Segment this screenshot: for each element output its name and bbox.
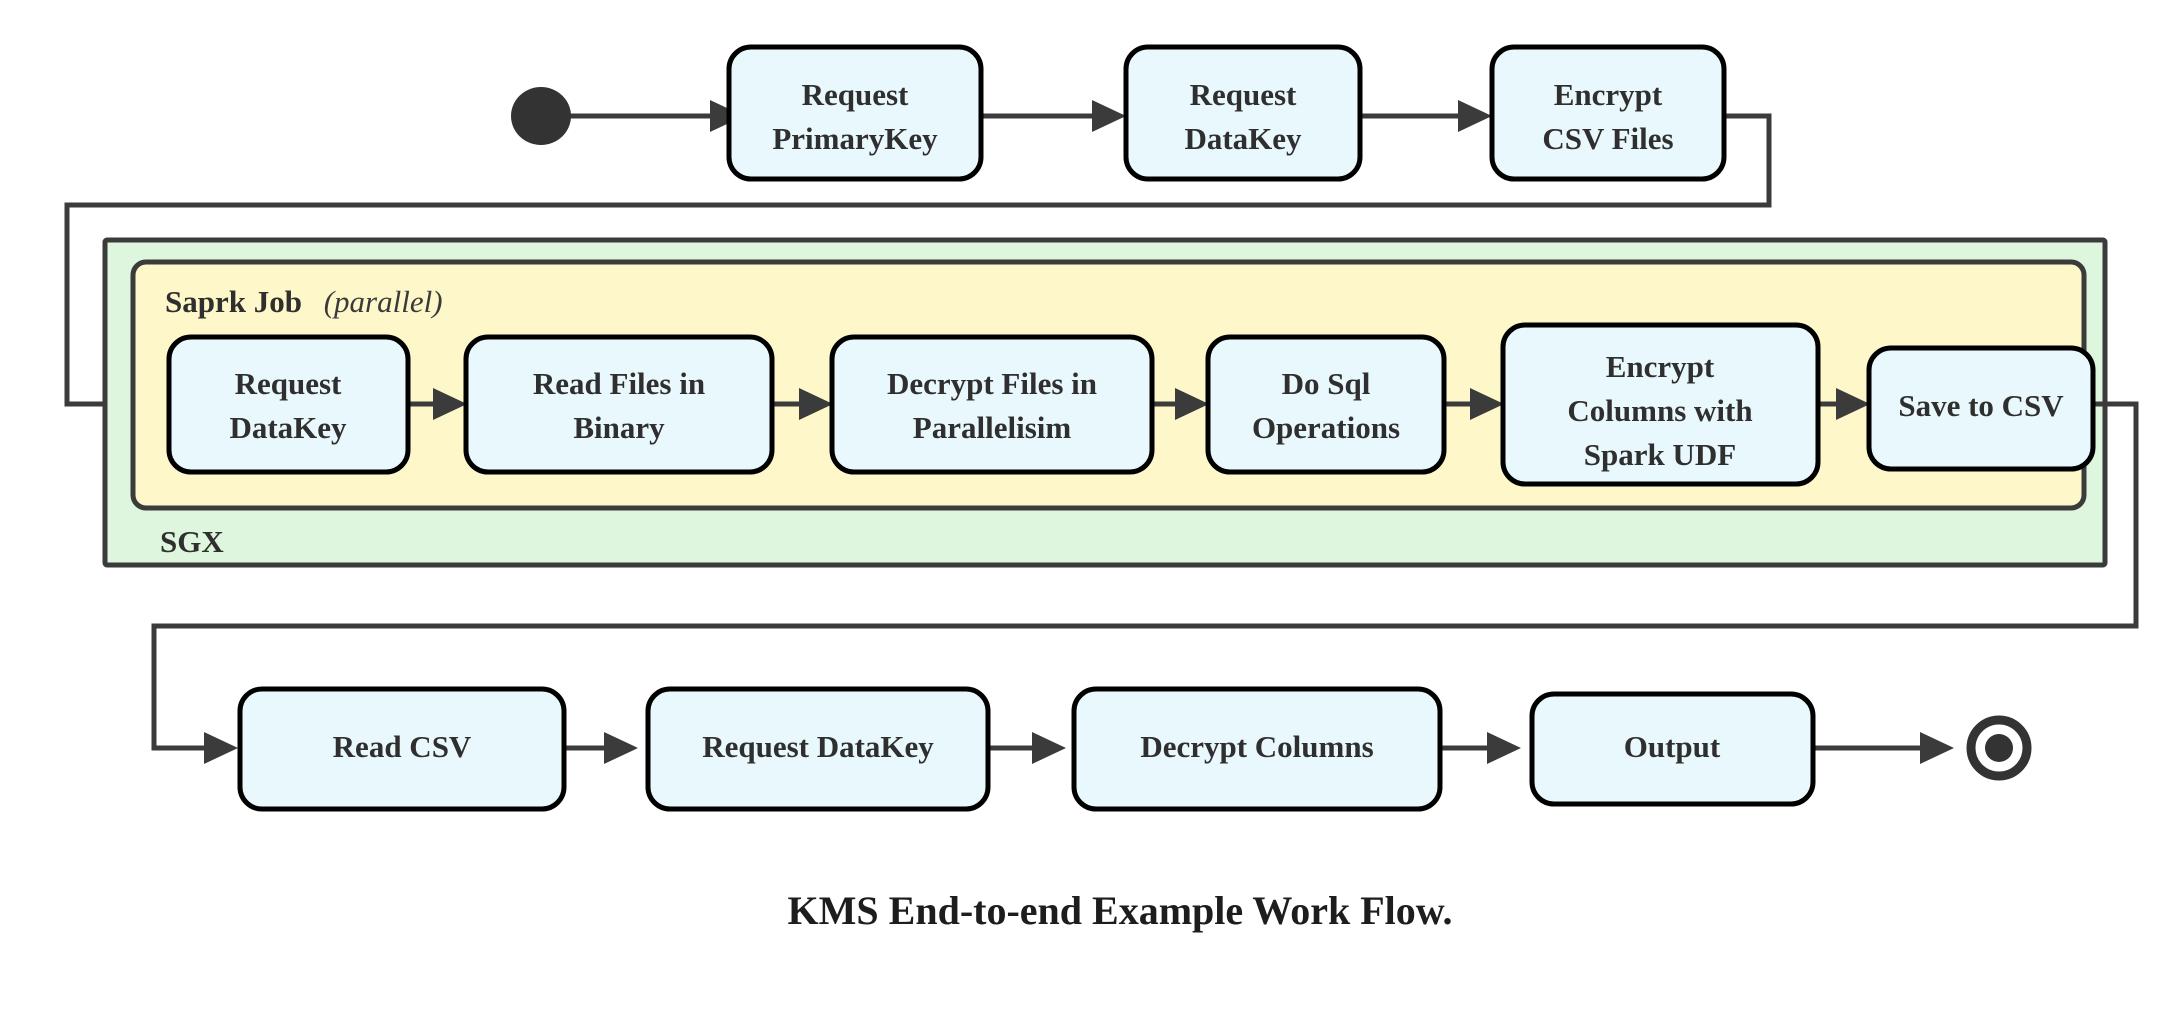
start-node [511,87,571,145]
node-save-to-csv-rect[interactable] [1866,345,2096,472]
node-decrypt-files-in-parallelisim-rect[interactable] [829,334,1155,475]
edge-primarykey-to-datakey [981,100,1126,132]
node-do-sql-operations-rect[interactable] [1205,334,1447,475]
diagram-caption: KMS End-to-end Example Work Flow. [788,888,1453,933]
node-request-primarykey-rect[interactable] [726,44,984,182]
node-decrypt-files-in-parallelisim-line-2: Parallelisim [913,410,1072,445]
node-request-primarykey-line-1: Request [802,77,909,112]
edge-start-to-request-primarykey [570,100,744,132]
node-encrypt-columns-with-spark-udf-rect[interactable] [1500,322,1821,487]
node-request-datakey-bottom-label: Request DataKey [702,729,934,764]
edge-save-csv-to-read-csv [151,401,2139,764]
edge-encrypt-columns-to-save-csv [1818,388,1870,420]
node-read-files-in-binary-line-1: Read Files in [533,366,705,401]
node-save-to-csv-label: Save to CSV [1898,388,2064,423]
node-request-datakey-spark-line-1: Request [235,366,342,401]
node-encrypt-csv-files-line-2: CSV Files [1542,121,1673,156]
node-decrypt-columns-label: Decrypt Columns [1140,729,1373,764]
node-request-primarykey-line-2: PrimaryKey [772,121,938,156]
node-request-datakey-spark-rect[interactable] [166,334,411,475]
node-request-primarykey[interactable]: Request PrimaryKey [726,44,984,182]
node-request-datakey-top[interactable]: Request DataKey [1123,44,1363,182]
node-read-csv-rect[interactable] [237,686,567,812]
node-decrypt-files-in-parallelisim[interactable]: Decrypt Files in Parallelisim [829,334,1155,475]
node-encrypt-columns-with-spark-udf-line-3: Spark UDF [1584,437,1736,472]
edge-request-datakey-to-decrypt-columns [988,732,1066,764]
node-read-csv[interactable]: Read CSV [237,686,567,812]
node-request-datakey-bottom[interactable]: Request DataKey [645,686,991,812]
end-node [1966,715,2032,781]
node-read-csv-label: Read CSV [333,729,472,764]
node-request-datakey-top-rect[interactable] [1123,44,1363,182]
spark-job-label-paren: (parallel) [324,284,443,319]
edge-spark-datakey-to-read-files [408,388,467,420]
node-do-sql-operations-line-2: Operations [1252,410,1400,445]
node-do-sql-operations[interactable]: Do Sql Operations [1205,334,1447,475]
edge-decrypt-columns-to-output [1440,732,1521,764]
node-output-label: Output [1624,729,1721,764]
node-decrypt-columns[interactable]: Decrypt Columns [1071,686,1443,812]
sgx-label: SGX [160,524,224,559]
node-do-sql-operations-line-1: Do Sql [1282,366,1371,401]
node-request-datakey-bottom-rect[interactable] [645,686,991,812]
edge-read-csv-to-request-datakey [564,732,638,764]
node-encrypt-columns-with-spark-udf[interactable]: Encrypt Columns with Spark UDF [1500,322,1821,487]
spark-job-label: Saprk Job (parallel) [165,284,443,319]
edge-read-files-to-decrypt-files [772,388,833,420]
node-decrypt-files-in-parallelisim-line-1: Decrypt Files in [887,366,1097,401]
node-output[interactable]: Output [1529,691,1816,807]
node-encrypt-columns-with-spark-udf-line-2: Columns with [1567,393,1752,428]
node-request-datakey-top-line-2: DataKey [1184,121,1302,156]
node-encrypt-csv-files[interactable]: Encrypt CSV Files [1489,44,1727,182]
spark-job-label-main: Saprk Job [165,284,302,319]
node-encrypt-columns-with-spark-udf-line-1: Encrypt [1606,349,1715,384]
node-request-datakey-spark-line-2: DataKey [229,410,347,445]
node-read-files-in-binary-rect[interactable] [463,334,775,475]
node-output-rect[interactable] [1529,691,1816,807]
node-read-files-in-binary[interactable]: Read Files in Binary [463,334,775,475]
edge-output-to-end [1813,732,1954,764]
node-encrypt-csv-files-line-1: Encrypt [1554,77,1663,112]
node-encrypt-csv-files-rect[interactable] [1489,44,1727,182]
edge-datakey-to-encrypt-csv [1360,100,1492,132]
node-read-files-in-binary-line-2: Binary [573,410,665,445]
node-request-datakey-top-line-1: Request [1190,77,1297,112]
node-decrypt-columns-rect[interactable] [1071,686,1443,812]
edge-do-sql-to-encrypt-columns [1444,388,1504,420]
edge-decrypt-files-to-do-sql [1152,388,1209,420]
node-save-to-csv[interactable]: Save to CSV [1866,345,2096,472]
node-request-datakey-spark[interactable]: Request DataKey [166,334,411,475]
